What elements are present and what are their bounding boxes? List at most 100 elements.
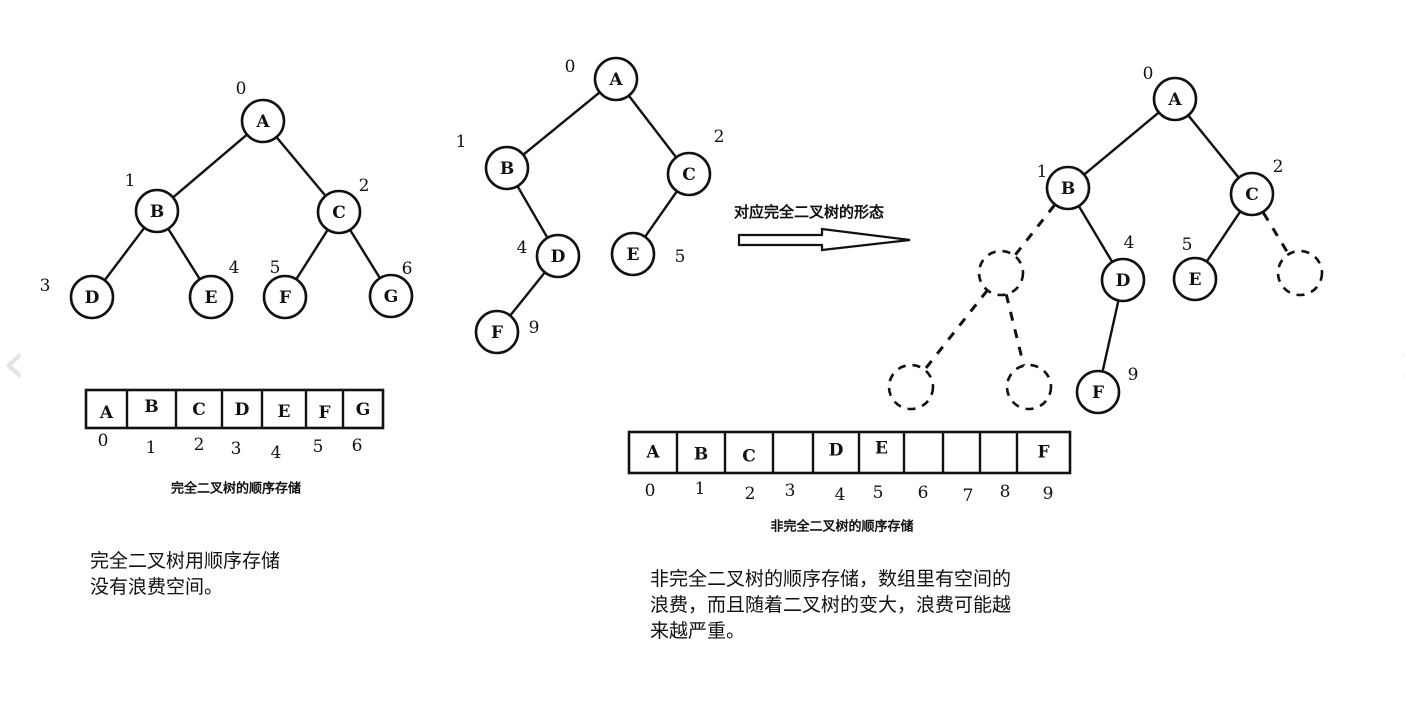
complete-tree-edge-ab xyxy=(172,133,248,199)
filled-tree-node-b xyxy=(1045,165,1091,211)
noncomplete-tree-node-d xyxy=(535,233,581,279)
noncomplete-array-index: 5 xyxy=(873,483,884,503)
filled-tree-node-label-b: B xyxy=(1061,179,1075,199)
noncomplete-tree-index-d: 4 xyxy=(517,238,528,258)
filled-tree-index-a: 0 xyxy=(1143,64,1154,84)
complete-tree-edge-ac xyxy=(275,136,327,197)
filled-tree-index-c: 2 xyxy=(1273,157,1284,177)
noncomplete-array-caption: 非完全二叉树的顺序存储 xyxy=(770,519,913,535)
noncomplete-tree-node-label-b: B xyxy=(500,159,514,179)
noncomplete-array-index: 3 xyxy=(785,481,796,501)
filled-tree-node-label-a: A xyxy=(1167,90,1182,110)
filled-tree-empty-slot xyxy=(977,249,1025,297)
complete-array-frame xyxy=(84,388,385,430)
complete-tree-node-label-b: B xyxy=(150,202,164,222)
complete-tree-node-b xyxy=(134,188,180,234)
transform-arrow-icon xyxy=(737,227,911,252)
filled-tree-node-f xyxy=(1075,369,1121,415)
filled-tree-dashed-edge xyxy=(1004,294,1026,366)
noncomplete-tree-index-c: 2 xyxy=(714,127,725,147)
noncomplete-tree-node-label-e: E xyxy=(627,245,640,265)
noncomplete-array-frame xyxy=(627,430,1072,475)
noncomplete-array-index: 6 xyxy=(918,483,929,503)
noncomplete-array-index: 9 xyxy=(1043,484,1054,504)
complete-tree-node-g xyxy=(368,273,414,319)
noncomplete-array-index: 2 xyxy=(745,484,756,504)
filled-tree-edge-ab xyxy=(1083,111,1160,176)
filled-tree-edge-bd xyxy=(1077,205,1114,263)
filled-tree-edge-ce xyxy=(1205,210,1242,263)
previous-slide-chevron-icon[interactable]: ‹ xyxy=(2,328,26,398)
complete-array-index: 0 xyxy=(98,431,109,451)
filled-tree-node-e xyxy=(1172,256,1218,302)
filled-tree-node-label-e: E xyxy=(1189,270,1202,290)
noncomplete-tree-edge-df xyxy=(509,271,546,317)
filled-tree-dashed-edge xyxy=(1013,204,1056,257)
noncomplete-array-index: 8 xyxy=(1000,482,1011,502)
complete-array-index: 5 xyxy=(313,437,324,457)
next-slide-chevron-icon[interactable]: › xyxy=(1399,333,1405,393)
noncomplete-array-cell: B xyxy=(694,445,708,465)
filled-tree-node-c xyxy=(1229,171,1275,217)
noncomplete-array-index: 7 xyxy=(963,486,974,506)
noncomplete-tree-edge-ce xyxy=(644,190,678,238)
filled-tree-index-e: 5 xyxy=(1182,235,1193,255)
filled-tree-node-label-d: D xyxy=(1116,271,1131,291)
filled-tree-index-b: 1 xyxy=(1037,162,1048,182)
complete-tree-node-c xyxy=(316,189,362,235)
complete-array-cell: E xyxy=(278,402,291,422)
complete-array-index: 1 xyxy=(146,438,157,458)
noncomplete-array-index: 4 xyxy=(835,485,846,505)
noncomplete-tree-index-b: 1 xyxy=(456,132,467,152)
noncomplete-tree-node-label-a: A xyxy=(608,70,623,90)
noncomplete-array-cell: F xyxy=(1037,443,1049,463)
complete-tree-index-b: 1 xyxy=(125,171,136,191)
complete-array-cell: B xyxy=(144,397,158,417)
complete-tree-node-label-a: A xyxy=(255,112,270,132)
complete-tree-node-a xyxy=(240,98,286,144)
complete-tree-node-label-e: E xyxy=(205,288,218,308)
noncomplete-tree-node-e xyxy=(610,231,656,277)
noncomplete-array-cell: E xyxy=(875,439,888,459)
noncomplete-tree-note: 非完全二叉树的顺序存储，数组里有空间的 浪费，而且随着二叉树的变大，浪费可能越 … xyxy=(650,568,1012,642)
filled-tree-index-d: 4 xyxy=(1124,233,1135,253)
noncomplete-tree-node-b xyxy=(484,145,530,191)
filled-tree-edge-ac xyxy=(1187,114,1240,179)
filled-tree-empty-slot xyxy=(887,363,935,411)
transform-label: 对应完全二叉树的形态 xyxy=(734,203,884,221)
complete-tree-edge-be xyxy=(167,228,201,280)
noncomplete-tree-node-label-d: D xyxy=(551,247,566,267)
complete-array-caption: 完全二叉树的顺序存储 xyxy=(171,481,301,497)
noncomplete-tree-node-f xyxy=(474,309,520,355)
transform-arrow: 对应完全二叉树的形态 xyxy=(734,203,911,252)
filled-tree-empty-slot xyxy=(1005,363,1053,411)
complete-array-index: 6 xyxy=(352,436,363,456)
noncomplete-tree-node-label-c: C xyxy=(682,165,696,185)
complete-array-cell: A xyxy=(99,403,114,423)
complete-tree-node-d xyxy=(69,274,115,320)
filled-tree-empty-slot xyxy=(1276,249,1324,297)
complete-array-cell: F xyxy=(318,403,330,423)
filled-tree-index-f: 9 xyxy=(1128,365,1139,385)
filled-tree-node-label-c: C xyxy=(1245,185,1259,205)
filled-tree-dashed-edge xyxy=(923,289,989,371)
noncomplete-array-cell: C xyxy=(742,447,756,467)
noncomplete-tree-node-label-f: F xyxy=(491,323,503,343)
filled-tree-dashed-edge xyxy=(1262,212,1290,255)
complete-tree-node-label-c: C xyxy=(332,203,346,223)
complete-tree-note: 完全二叉树用顺序存储 没有浪费空间。 xyxy=(90,550,281,598)
filled-tree-edge-df xyxy=(1101,300,1120,372)
noncomplete-tree-index-e: 5 xyxy=(675,247,686,267)
complete-tree-node-label-f: F xyxy=(279,288,291,308)
complete-tree-node-label-d: D xyxy=(85,288,100,308)
complete-tree-edge-cf xyxy=(295,229,329,280)
filled-tree-node-label-f: F xyxy=(1092,383,1104,403)
noncomplete-array-cell: D xyxy=(829,441,844,461)
complete-tree-edge-cg xyxy=(349,229,381,279)
complete-tree-index-a: 0 xyxy=(236,79,247,99)
